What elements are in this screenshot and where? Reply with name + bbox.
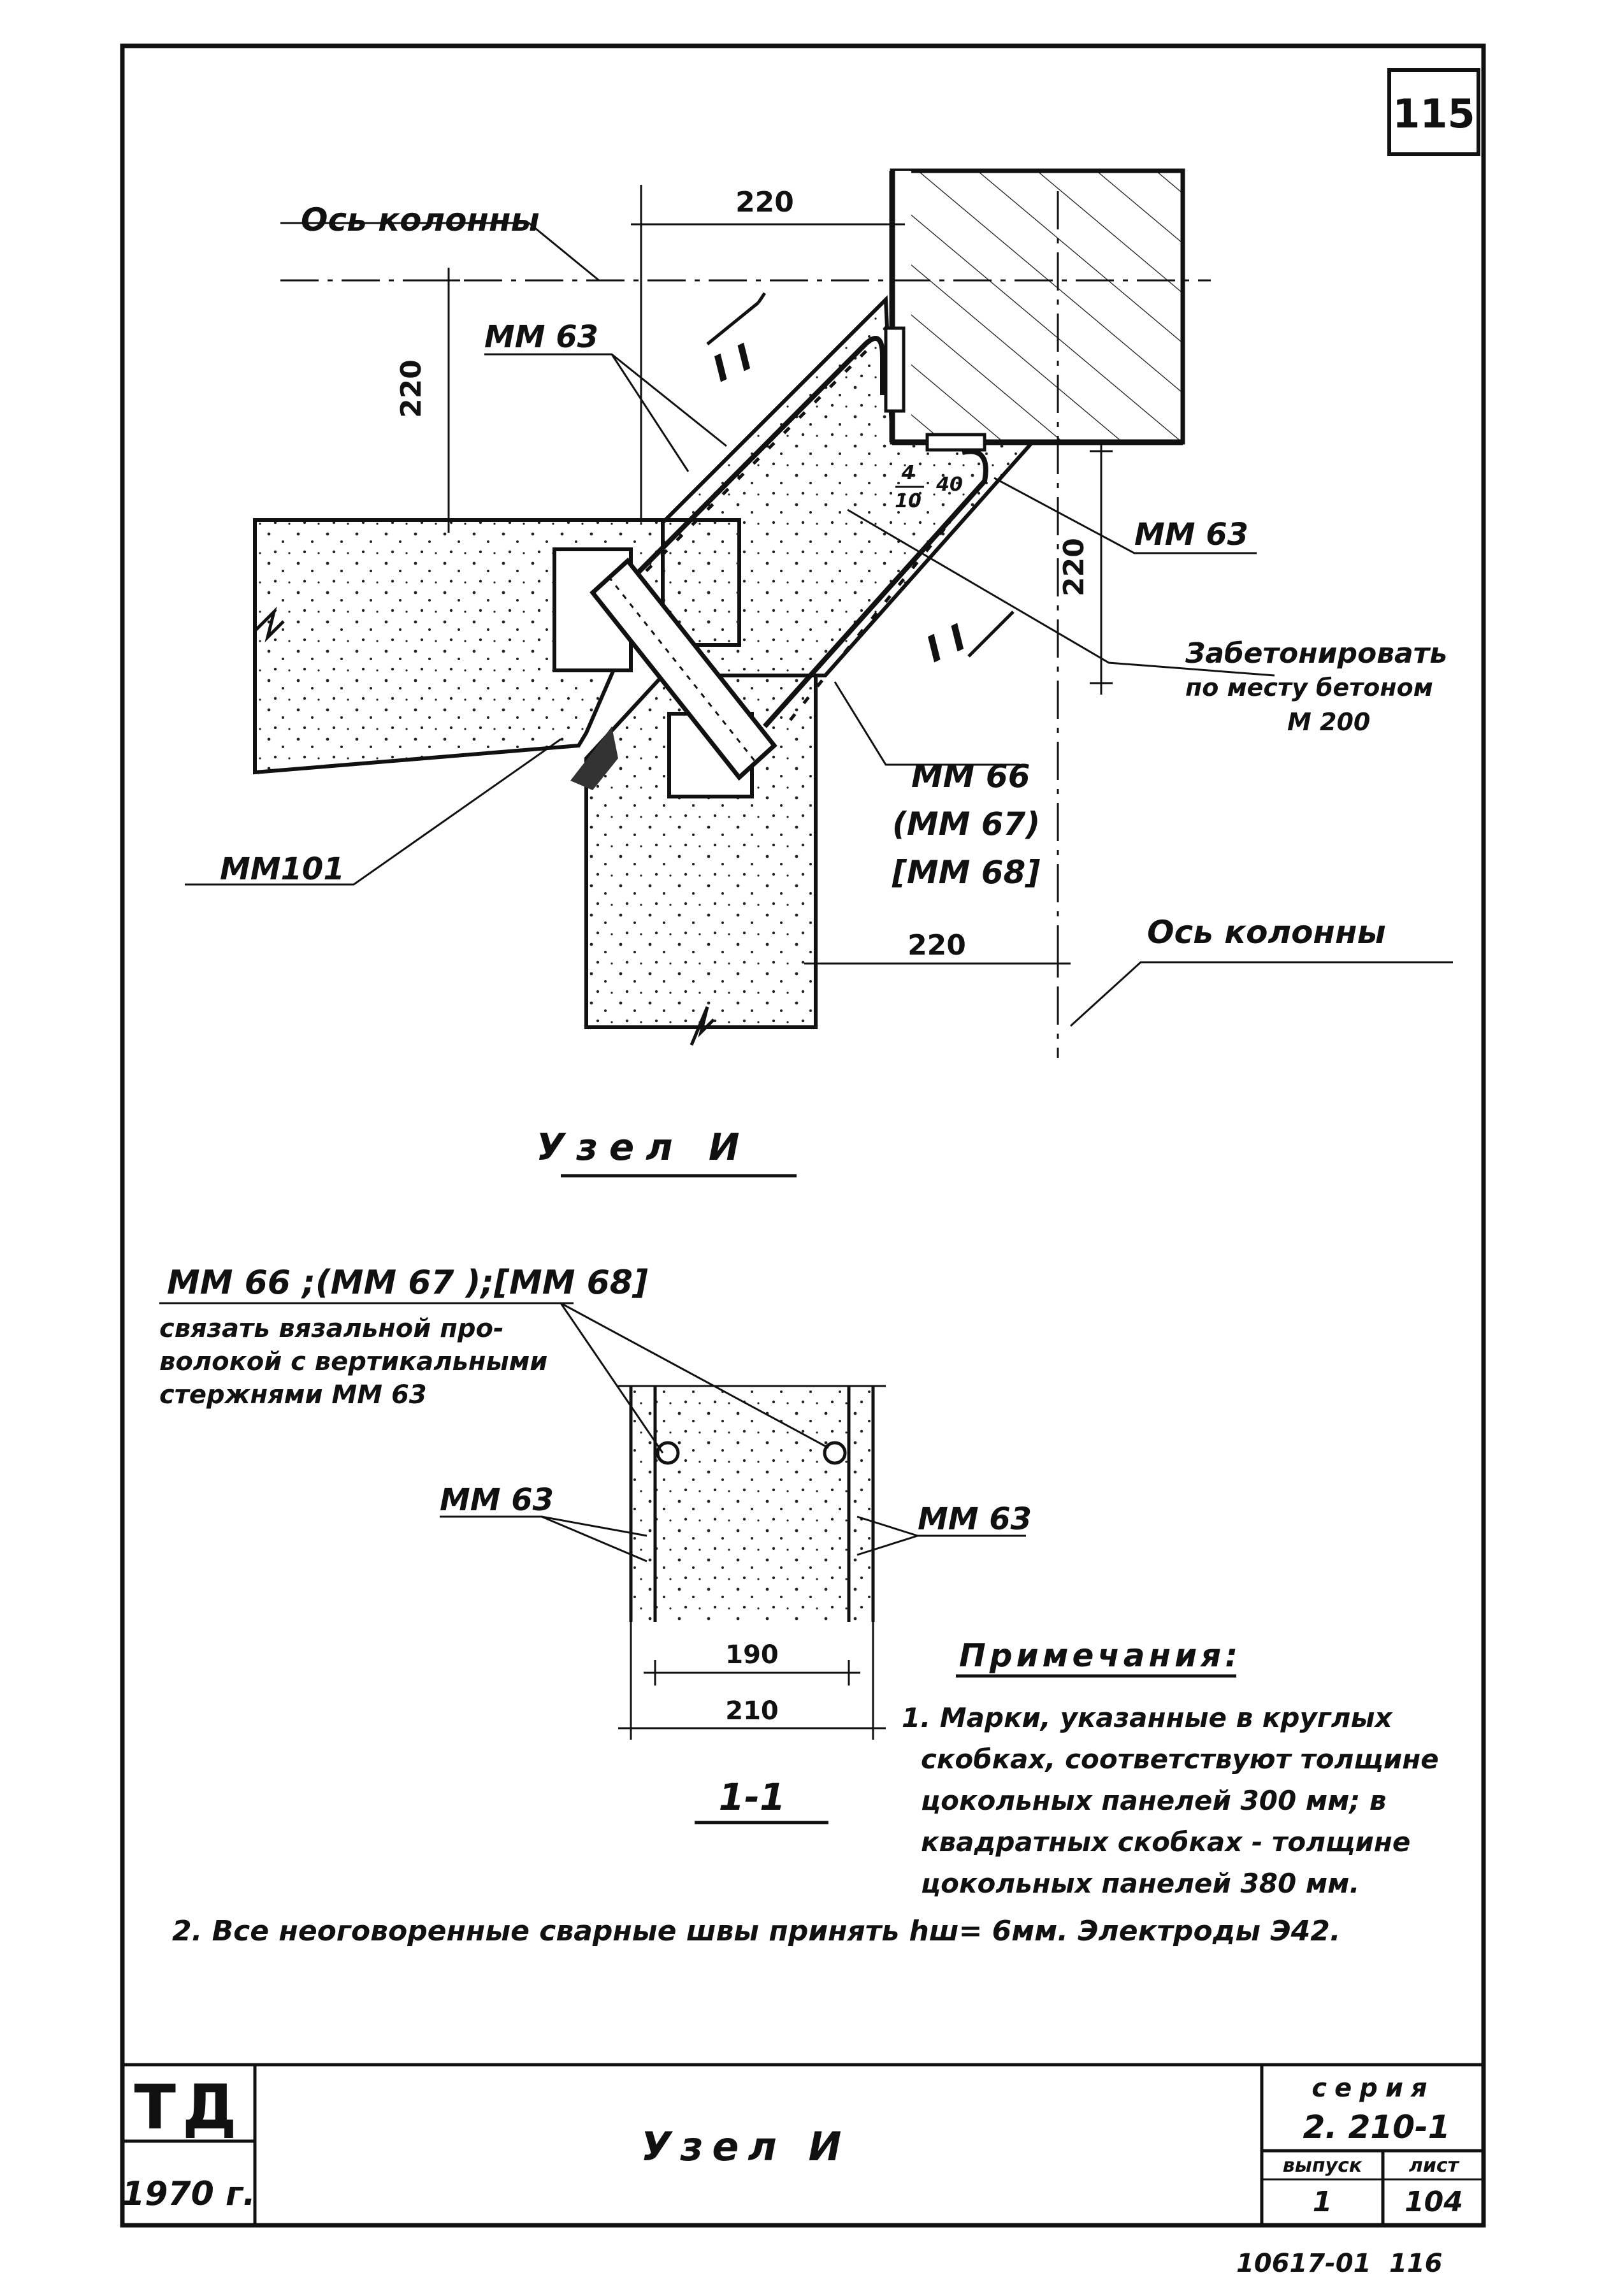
org-mark: ТД xyxy=(134,2072,243,2143)
weld-length: 40 xyxy=(935,473,963,496)
leader-lines xyxy=(185,222,1453,1027)
title-block: ТД 1970 г. Узел И серия 2. 210-1 выпуск … xyxy=(122,2063,1484,2225)
series-label: серия xyxy=(1311,2074,1434,2103)
dim-left-220: 220 xyxy=(395,359,428,418)
mm101-bar xyxy=(570,557,777,790)
section-leaders xyxy=(440,1302,1026,1563)
sheet-frame xyxy=(120,43,1486,2228)
mm101-label: ММ101 xyxy=(220,851,345,887)
lower-column xyxy=(584,674,818,1046)
year: 1970 г. xyxy=(122,2175,256,2213)
issue-value: 1 xyxy=(1313,2186,1333,2218)
axis-label-top: Ось колонны xyxy=(301,201,540,238)
section-1-1: ММ 66 ;(ММ 67 );[ММ 68] связать вязально… xyxy=(159,1264,1032,1824)
section-note-line3: стержнями ММ 63 xyxy=(159,1380,427,1410)
dimension-right-220: 220 xyxy=(1058,440,1113,695)
section-mm-header: ММ 66 ;(ММ 67 );[ММ 68] xyxy=(167,1264,648,1302)
dim-210: 210 xyxy=(725,1696,779,1726)
mm66-label: ММ 66 xyxy=(911,758,1030,795)
section-mm63-right: ММ 63 xyxy=(918,1501,1032,1537)
concrete-note-line1: Забетонировать xyxy=(1185,637,1447,670)
section-title: 1-1 xyxy=(719,1775,786,1819)
note1-line4: квадратных скобках - толщине xyxy=(921,1826,1410,1858)
sheet-number-box: 115 xyxy=(1387,68,1480,156)
dimension-bottom-220: 220 xyxy=(804,929,1071,975)
svg-text:I I: I I xyxy=(706,336,759,391)
footer-page: 116 xyxy=(1389,2249,1443,2278)
weld-frac-bottom: 10 xyxy=(895,490,921,512)
mm63-label-left: ММ 63 xyxy=(484,319,598,355)
section-note-line1: связать вязальной про- xyxy=(159,1314,504,1343)
issue-label: выпуск xyxy=(1283,2155,1362,2177)
notes: Примечания: 1. Марки, указанные в круглы… xyxy=(172,1637,1439,1947)
series-value: 2. 210-1 xyxy=(1303,2109,1450,2146)
sheet-value: 104 xyxy=(1405,2186,1463,2218)
dim-190: 190 xyxy=(725,1640,779,1670)
section-body xyxy=(618,1385,886,1622)
axis-label-bottom: Ось колонны xyxy=(1147,914,1386,951)
section-note-line2: волокой с вертикальными xyxy=(159,1347,547,1376)
dimension-top-220: 220 xyxy=(631,186,905,236)
section-dimensions: 190 210 xyxy=(618,1622,886,1740)
rebar-mm63 xyxy=(610,336,988,728)
dim-top-220: 220 xyxy=(735,186,794,219)
note2: 2. Все неоговоренные сварные швы принять… xyxy=(172,1915,1341,1947)
section-mm63-left: ММ 63 xyxy=(440,1482,554,1518)
detail-title: Узел И xyxy=(537,1125,751,1169)
dim-bottom-220: 220 xyxy=(907,929,966,962)
mm63-label-right: ММ 63 xyxy=(1134,517,1248,552)
note1-line5: цокольных панелей 380 мм. xyxy=(921,1868,1359,1899)
note1-line1: 1. Марки, указанные в круглых xyxy=(902,1702,1393,1733)
detail-node: 220 220 220 220 I I I I xyxy=(185,168,1453,1178)
title-block-name: Узел И xyxy=(641,2123,851,2170)
note1-line3: цокольных панелей 300 мм; в xyxy=(921,1785,1387,1816)
dimension-left-220: 220 xyxy=(395,268,460,533)
sheet-number: 115 xyxy=(1392,90,1475,137)
dim-right-220: 220 xyxy=(1058,538,1090,596)
notes-heading: Примечания: xyxy=(959,1637,1241,1674)
mm67-label: (ММ 67) xyxy=(892,805,1040,842)
upper-column xyxy=(889,168,1185,445)
weld-symbol: 4 10 40 xyxy=(895,462,963,512)
concrete-note-line2: по месту бетоном xyxy=(1185,674,1433,702)
svg-text:I I: I I xyxy=(920,617,972,671)
weld-frac-top: 4 xyxy=(901,462,915,484)
note1-line2: скобках, соответствуют толщине xyxy=(921,1744,1439,1775)
sheet-label: лист xyxy=(1409,2155,1460,2177)
mm68-label: [ММ 68] xyxy=(892,854,1040,891)
footer-code: 10617-01 xyxy=(1236,2249,1371,2278)
concrete-note-line3: М 200 xyxy=(1287,708,1370,736)
